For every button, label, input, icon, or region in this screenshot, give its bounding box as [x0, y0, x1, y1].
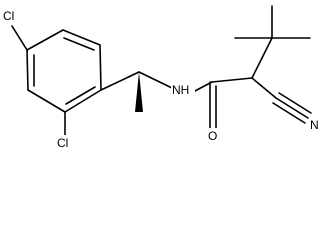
ring-inner-double-bond	[65, 86, 96, 105]
atom-label-cl: Cl	[57, 136, 68, 150]
structure-diagram: Cl Cl NH O N	[3, 5, 319, 150]
ring-bond	[27, 89, 66, 113]
bond-carbonyl-alpha	[211, 77, 253, 83]
bond-nh-carbonyl	[192, 81, 213, 93]
dichlorophenyl-ring	[26, 29, 102, 113]
nitrile-triple-bond	[275, 97, 309, 119]
atom-label-o: O	[208, 129, 217, 143]
atom-label-nh: NH	[172, 83, 189, 97]
atom-label-n: N	[310, 118, 319, 132]
ring-bond	[62, 29, 101, 46]
ring-bond	[99, 44, 102, 91]
ring-bond	[64, 89, 102, 113]
nitrile-triple-bond	[272, 102, 306, 124]
nitrile-triple-bond	[278, 92, 312, 114]
bond-ring-cl-top	[11, 25, 28, 51]
bond-ring-chiral	[100, 71, 140, 91]
ring-inner-double-bond	[63, 37, 95, 51]
atom-label-cl: Cl	[3, 9, 14, 23]
bond-chiral-nh	[138, 71, 173, 89]
stereo-wedge-bond	[135, 72, 143, 112]
ring-bond	[26, 29, 64, 51]
bond-alpha-nitrile	[251, 77, 277, 99]
bond-alpha-tbutyl	[251, 37, 273, 79]
ring-bond	[26, 49, 29, 91]
